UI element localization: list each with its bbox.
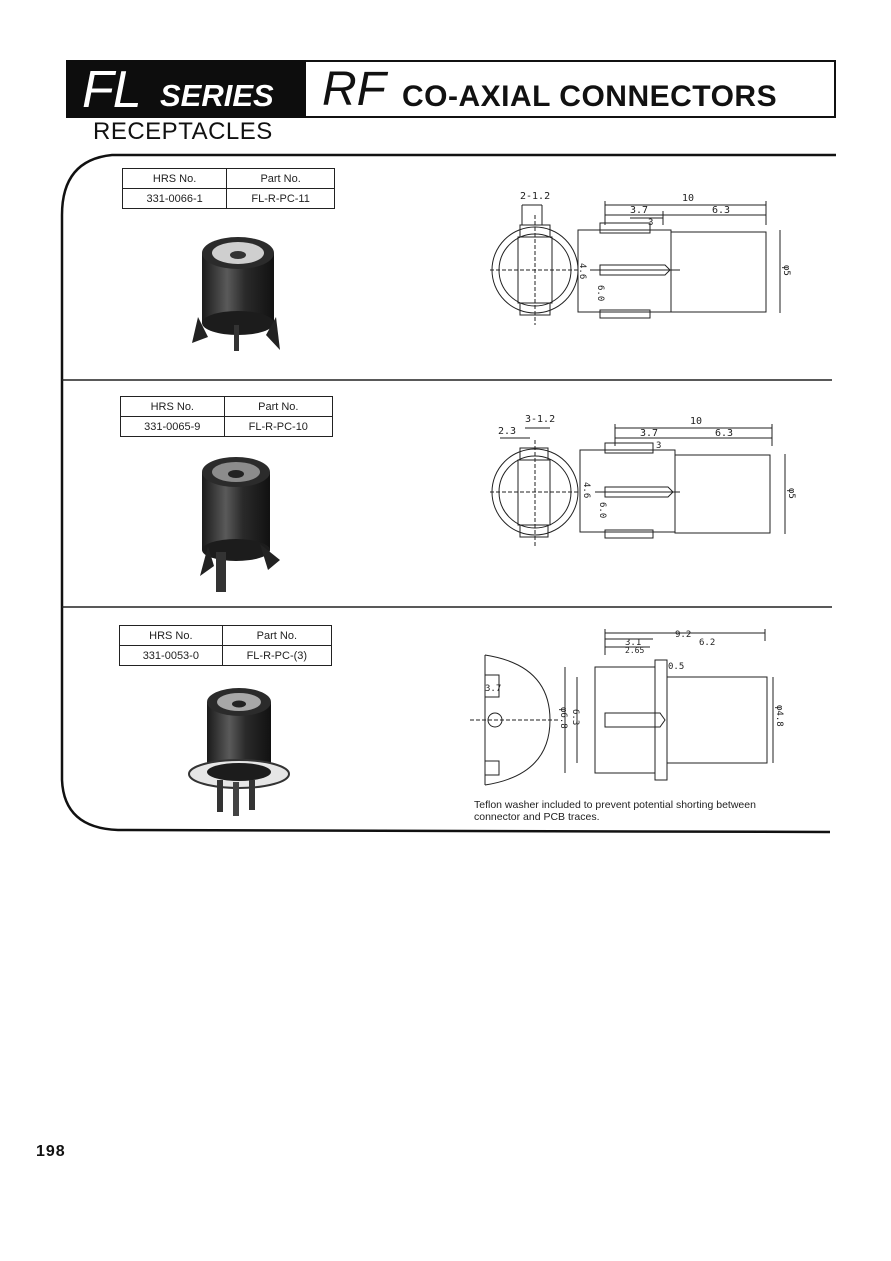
hrs-header: HRS No. [120, 396, 225, 417]
dim-rear: 6.3 [715, 428, 733, 439]
hrs-value: 331-0066-1 [121, 188, 228, 209]
page-number: 198 [36, 1143, 66, 1160]
connector-photo-1 [192, 237, 280, 351]
dim-d3: φ4.8 [774, 705, 784, 727]
dim-d1: φ6.8 [558, 707, 568, 729]
section-subtitle: RECEPTACLES [93, 118, 273, 145]
drawing-2: 3-1.2 2.3 10 3.7 6.3 3 4.6 6.0 φ5 [490, 414, 796, 546]
dim-step: 3 [648, 218, 653, 228]
dim-rear: 6.2 [699, 638, 715, 648]
spec-table-3: HRS No. Part No. 331-0053-0 FL-R-PC-(3) [119, 625, 333, 666]
dim-overall: 9.2 [675, 630, 691, 640]
drawing-1: 2-1.2 10 3.7 6.3 3 4.6 6.0 φ5 [490, 191, 791, 325]
dim-d2: 6.0 [597, 502, 607, 518]
teflon-note: Teflon washer included to prevent potent… [474, 799, 756, 823]
dim-d2: 6.3 [570, 709, 580, 725]
hrs-value: 331-0065-9 [120, 416, 225, 437]
dim-front: 3.7 [630, 205, 648, 216]
hrs-value: 331-0053-0 [119, 645, 223, 666]
rf-label: RF [322, 63, 386, 116]
connector-photo-2 [200, 457, 280, 592]
dim-inner: 2.65 [625, 646, 644, 655]
dim-overall: 10 [690, 416, 702, 427]
dim-d3: φ5 [786, 488, 796, 499]
dim-pin: 2-1.2 [520, 191, 550, 202]
header-black-block [66, 60, 306, 118]
dim-d3: φ5 [781, 265, 791, 276]
hrs-header: HRS No. [119, 625, 223, 646]
part-value: FL-R-PC-11 [226, 188, 335, 209]
spec-table-2: HRS No. Part No. 331-0065-9 FL-R-PC-10 [120, 396, 334, 437]
series-code: FL [82, 61, 142, 119]
dim-gap: 0.5 [668, 662, 684, 672]
dim-d2: 6.0 [595, 285, 605, 301]
header-title-box [306, 60, 836, 118]
part-value: FL-R-PC-10 [223, 416, 334, 437]
drawing-3: 9.2 6.2 3.1 2.65 0.5 3.7 φ6.8 6.3 φ4.8 [470, 629, 784, 786]
dim-step: 3 [656, 441, 661, 451]
hrs-header: HRS No. [121, 168, 228, 189]
part-header: Part No. [226, 168, 335, 189]
dim-front: 3.1 [625, 638, 641, 648]
dim-rear: 6.3 [712, 205, 730, 216]
dim-d1: 4.6 [581, 482, 591, 498]
part-header: Part No. [221, 625, 333, 646]
spec-table-1: HRS No. Part No. 331-0066-1 FL-R-PC-11 [121, 168, 335, 209]
part-header: Part No. [223, 396, 334, 417]
dim-d1: 4.6 [577, 263, 587, 279]
dim-overall: 10 [682, 193, 694, 204]
series-word: SERIES [160, 78, 274, 113]
page-title: CO-AXIAL CONNECTORS [402, 80, 778, 113]
dim-front: 3.7 [640, 428, 658, 439]
part-value: FL-R-PC-(3) [221, 645, 333, 666]
dim-pin: 3-1.2 [525, 414, 555, 425]
dim-left: 3.7 [485, 684, 501, 694]
connector-photo-3 [188, 688, 290, 816]
dim-offset: 2.3 [498, 426, 516, 437]
